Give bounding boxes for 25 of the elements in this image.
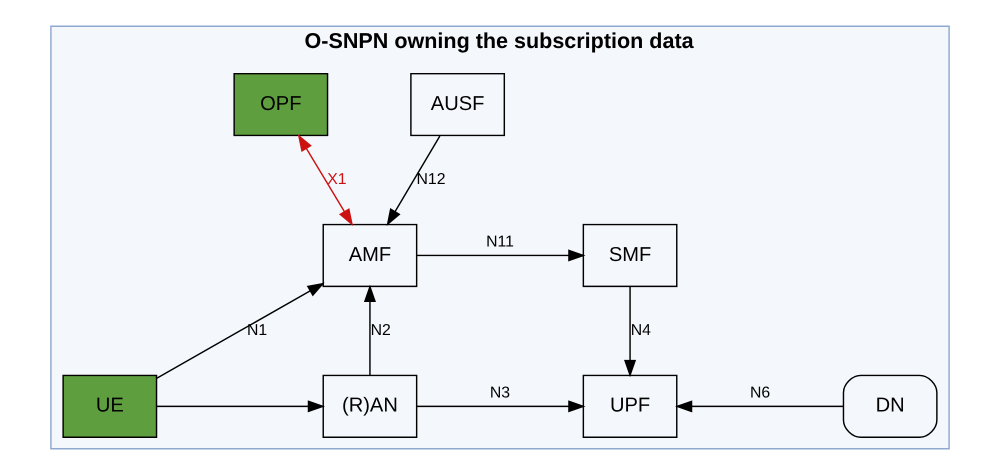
- edge-label: N1: [247, 321, 268, 338]
- node-box: AMF: [322, 223, 418, 287]
- arrow: [298, 134, 354, 226]
- edge-label: N6: [750, 384, 770, 401]
- edge-label: N4: [630, 321, 651, 338]
- node-box: UE: [62, 374, 158, 438]
- arrow: [624, 286, 636, 377]
- edge-label: N2: [370, 321, 391, 338]
- node-box: UPF: [582, 374, 678, 438]
- node-box: AUSF: [410, 72, 506, 136]
- edge-label: N11: [486, 233, 514, 250]
- arrow: [417, 400, 586, 412]
- arrow: [675, 400, 844, 412]
- edge-label: N3: [490, 384, 510, 401]
- edge-label: N12: [416, 170, 446, 188]
- node-box: SMF: [582, 223, 678, 287]
- node-box: (R)AN: [322, 374, 418, 438]
- edge-label: X1: [327, 170, 347, 188]
- arrow: [156, 282, 325, 378]
- arrow: [364, 284, 376, 375]
- node-box: DN: [842, 374, 938, 438]
- arrow: [156, 400, 326, 412]
- arrow: [417, 248, 586, 261]
- arrow: [386, 135, 440, 226]
- node-box: OPF: [233, 72, 328, 136]
